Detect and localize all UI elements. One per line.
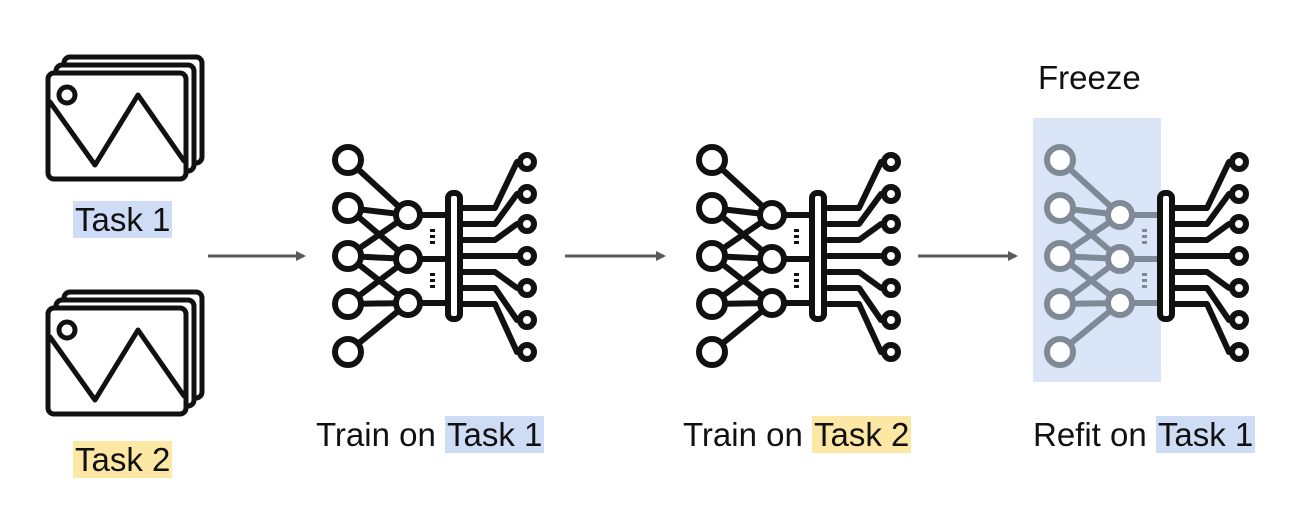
- output-node: [517, 214, 537, 234]
- input-node: [332, 192, 364, 224]
- step-label-train-task-2: Train on Task 2: [683, 415, 912, 455]
- output-node: [1229, 310, 1249, 330]
- output-node: [881, 310, 901, 330]
- task-highlight: Task 2: [73, 441, 173, 478]
- neural-network-icon: [696, 144, 901, 368]
- input-label-task-2: Task 2: [73, 440, 173, 480]
- hidden-node: [393, 244, 423, 274]
- output-node: [1229, 214, 1249, 234]
- input-node: [696, 240, 728, 272]
- task-highlight: Task 1: [73, 201, 173, 238]
- output-node: [1229, 278, 1249, 298]
- input-node: [696, 336, 728, 368]
- neural-network-icon: [332, 144, 537, 368]
- output-node: [1229, 184, 1249, 204]
- input-node: [1044, 288, 1076, 320]
- freeze-label: Freeze: [1038, 59, 1141, 96]
- image-stack-icon: [45, 54, 205, 182]
- output-node: [881, 342, 901, 362]
- input-node: [332, 288, 364, 320]
- input-node: [1044, 240, 1076, 272]
- hidden-node: [757, 200, 787, 230]
- output-node: [881, 152, 901, 172]
- output-node: [881, 246, 901, 266]
- input-node: [696, 144, 728, 176]
- neural-network-icon: [1044, 144, 1249, 368]
- hidden-node: [757, 244, 787, 274]
- output-node: [881, 278, 901, 298]
- step-prefix: Train on: [316, 416, 446, 453]
- image-stack-icon: [45, 289, 205, 417]
- hidden-node: [1105, 200, 1135, 230]
- step-label-train-task-1: Train on Task 1: [316, 415, 545, 455]
- input-node: [696, 288, 728, 320]
- output-node: [1229, 152, 1249, 172]
- input-node: [332, 144, 364, 176]
- output-node: [517, 152, 537, 172]
- input-node: [332, 240, 364, 272]
- output-node: [517, 184, 537, 204]
- output-node: [881, 214, 901, 234]
- input-label-task-1: Task 1: [73, 200, 173, 240]
- hidden-node: [393, 200, 423, 230]
- input-node: [1044, 144, 1076, 176]
- output-node: [1229, 246, 1249, 266]
- input-node: [332, 336, 364, 368]
- output-node: [881, 184, 901, 204]
- input-node: [1044, 192, 1076, 224]
- input-node: [696, 192, 728, 224]
- hidden-node: [1105, 288, 1135, 318]
- hidden-node: [1105, 244, 1135, 274]
- input-node: [1044, 336, 1076, 368]
- output-node: [517, 342, 537, 362]
- task-highlight: Task 1: [445, 416, 545, 453]
- task-highlight: Task 2: [812, 416, 912, 453]
- task-highlight: Task 1: [1155, 416, 1256, 453]
- hidden-node: [757, 288, 787, 318]
- step-prefix: Refit on: [1033, 416, 1156, 453]
- step-prefix: Train on: [683, 416, 813, 453]
- output-node: [1229, 342, 1249, 362]
- output-node: [517, 278, 537, 298]
- hidden-node: [393, 288, 423, 318]
- step-label-refit-task-1: Refit on Task 1: [1033, 415, 1256, 455]
- output-node: [517, 310, 537, 330]
- output-node: [517, 246, 537, 266]
